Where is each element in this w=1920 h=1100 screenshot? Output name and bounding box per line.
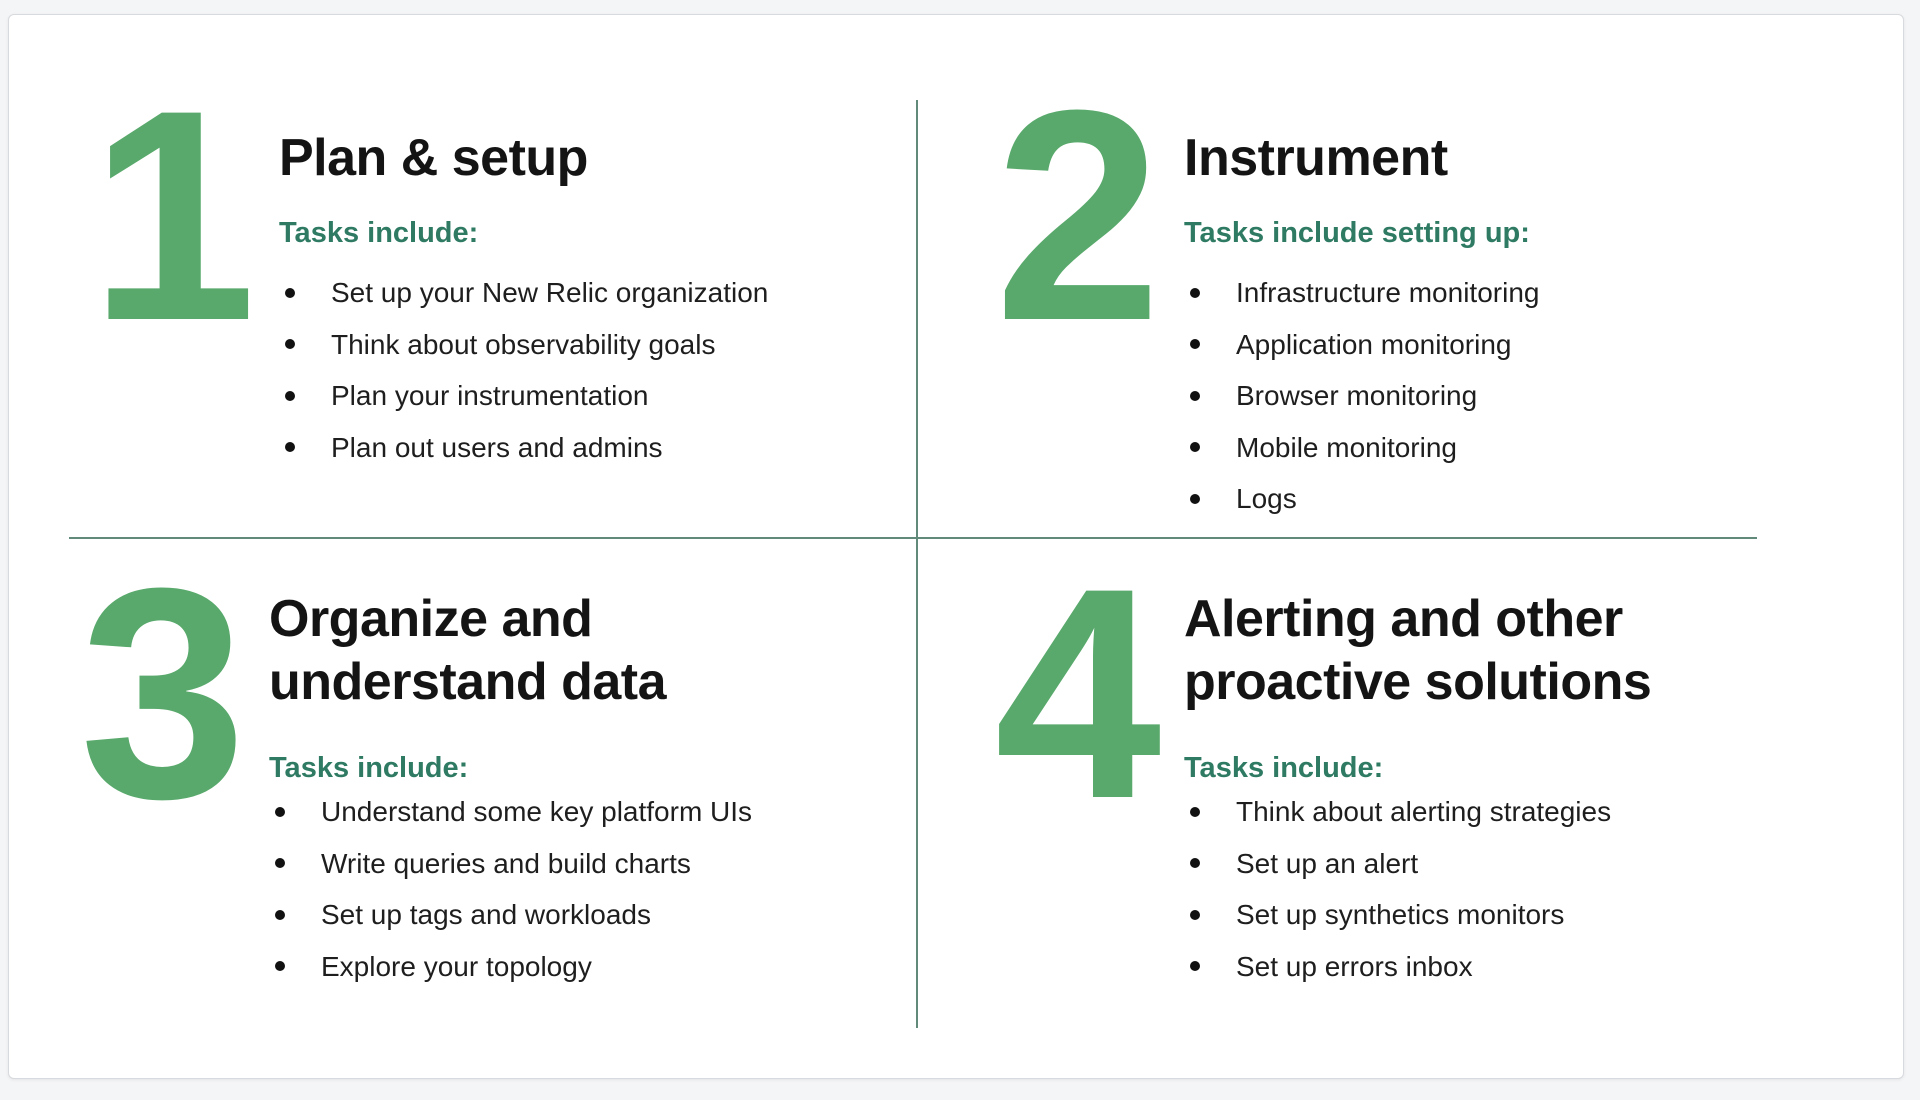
step-number-2: 2 [994, 47, 1162, 383]
task-item: Write queries and build charts [269, 838, 899, 890]
bullet-icon [1190, 858, 1200, 869]
bullet-icon [1190, 339, 1200, 350]
task-item: Set up your New Relic organization [279, 267, 899, 319]
step-number-1: 1 [89, 47, 257, 383]
tasks-label-1: Tasks include: [279, 217, 479, 249]
tasks-label-2: Tasks include setting up: [1184, 217, 1530, 249]
task-item: Plan your instrumentation [279, 370, 899, 422]
task-item-label: Understand some key platform UIs [321, 796, 753, 827]
step-number-3: 3 [79, 525, 247, 861]
step-title-1: Plan & setup [279, 129, 588, 187]
bullet-icon [1190, 493, 1200, 504]
task-item: Set up an alert [1184, 838, 1804, 890]
task-item-label: Infrastructure monitoring [1236, 277, 1540, 308]
task-item-label: Set up synthetics monitors [1236, 899, 1565, 930]
bullet-icon [285, 442, 295, 453]
task-item: Infrastructure monitoring [1184, 267, 1804, 319]
task-item: Mobile monitoring [1184, 422, 1804, 474]
task-item: Explore your topology [269, 941, 899, 993]
task-item-label: Browser monitoring [1236, 380, 1478, 411]
task-item: Set up synthetics monitors [1184, 889, 1804, 941]
bullet-icon [1190, 909, 1200, 920]
bullet-icon [285, 339, 295, 350]
task-item: Logs [1184, 473, 1804, 525]
steps-card: 1 Plan & setup Tasks include: Set up you… [8, 14, 1904, 1079]
bullet-icon [275, 858, 285, 869]
task-item: Think about observability goals [279, 319, 899, 371]
quadrant-plan-setup: 1 Plan & setup Tasks include: Set up you… [59, 65, 899, 473]
task-item: Plan out users and admins [279, 422, 899, 474]
bullet-icon [275, 961, 285, 972]
quadrant-alerting: 4 Alerting and other proactive solutions… [964, 543, 1804, 992]
bullet-icon [1190, 806, 1200, 817]
task-item-label: Set up errors inbox [1236, 950, 1473, 982]
bullet-icon [1190, 287, 1200, 298]
task-item-label: Set up tags and workloads [321, 899, 651, 930]
tasks-label-4: Tasks include: [1184, 752, 1384, 784]
step-title-2: Instrument [1184, 129, 1448, 187]
task-item: Application monitoring [1184, 319, 1804, 371]
quadrant-1-content: Plan & setup Tasks include: Set up your … [279, 65, 899, 473]
task-item-label: Plan your instrumentation [331, 380, 649, 411]
task-item-label: Set up an alert [1236, 847, 1419, 879]
bullet-icon [275, 909, 285, 920]
task-item: Browser monitoring [1184, 370, 1804, 422]
tasks-label-3: Tasks include: [269, 752, 469, 784]
bullet-icon [285, 287, 295, 298]
task-item-label: Write queries and build charts [321, 847, 691, 879]
step-number-4: 4 [994, 525, 1162, 861]
step-title-4: Alerting and other proactive solutions [1184, 590, 1652, 711]
horizontal-divider [69, 537, 1757, 539]
task-item: Think about alerting strategies [1184, 786, 1804, 838]
task-item-label: Application monitoring [1236, 328, 1512, 360]
task-item-label: Set up your New Relic organization [331, 277, 769, 308]
quadrant-4-content: Alerting and other proactive solutions T… [1184, 543, 1804, 992]
bullet-icon [1190, 390, 1200, 401]
bullet-icon [275, 806, 285, 817]
quadrant-2-content: Instrument Tasks include setting up: Inf… [1184, 65, 1804, 525]
quadrant-instrument: 2 Instrument Tasks include setting up: I… [964, 65, 1804, 525]
vertical-divider [916, 100, 918, 1028]
bullet-icon [1190, 442, 1200, 453]
quadrant-3-content: Organize and understand data Tasks inclu… [269, 543, 899, 992]
bullet-icon [285, 390, 295, 401]
task-item-label: Plan out users and admins [331, 431, 663, 463]
task-item: Understand some key platform UIs [269, 786, 899, 838]
step-title-3: Organize and understand data [269, 590, 667, 711]
task-item: Set up errors inbox [1184, 941, 1804, 993]
task-item: Set up tags and workloads [269, 889, 899, 941]
task-item-label: Think about alerting strategies [1236, 796, 1612, 827]
task-item-label: Explore your topology [321, 950, 592, 982]
quadrant-organize-data: 3 Organize and understand data Tasks inc… [49, 543, 899, 992]
task-item-label: Mobile monitoring [1236, 431, 1457, 463]
task-item-label: Logs [1236, 483, 1297, 514]
task-item-label: Think about observability goals [331, 328, 716, 360]
bullet-icon [1190, 961, 1200, 972]
